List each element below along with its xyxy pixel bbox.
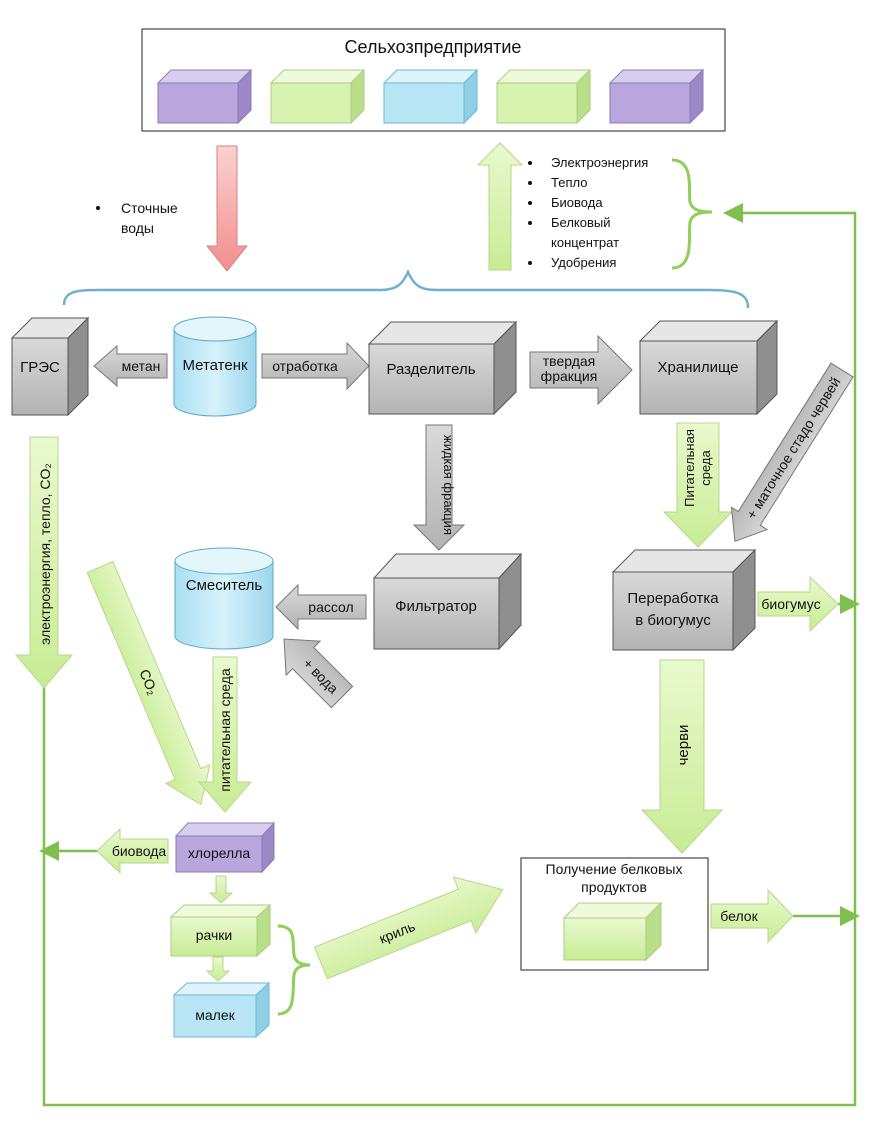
output-item: Белковый bbox=[551, 215, 611, 230]
liquid-fraction-label: жидкая фракция bbox=[441, 435, 456, 535]
nutrient-medium-arrow bbox=[197, 656, 253, 813]
mixer-node: Смеситель bbox=[174, 547, 274, 650]
protein-label: белок bbox=[720, 908, 758, 924]
wastewater-arrow bbox=[205, 145, 249, 272]
enterprise-unit-1 bbox=[156, 68, 253, 125]
spent-arrow bbox=[261, 341, 370, 391]
filter-label: Фильтратор bbox=[395, 598, 477, 615]
aquaculture-brace bbox=[277, 924, 311, 1016]
biohumus-arrow bbox=[757, 575, 839, 633]
brine-label: рассол bbox=[308, 599, 353, 615]
filter-node: Фильтратор bbox=[372, 552, 523, 651]
solid-fraction-arrow bbox=[529, 334, 633, 406]
shrimp-node: рачки bbox=[169, 903, 272, 958]
biowater-arrow bbox=[96, 827, 169, 875]
worms-label: черви bbox=[675, 725, 692, 766]
shrimp-to-fry-arrow bbox=[205, 956, 231, 982]
spent-label: отработка bbox=[272, 358, 338, 374]
output-bullet bbox=[528, 201, 532, 205]
gres-label: ГРЭС bbox=[20, 359, 60, 376]
enterprise-title: Сельхозпредприятие bbox=[345, 37, 522, 57]
separator-node: Разделитель bbox=[367, 320, 518, 416]
water-arrow: + вода bbox=[283, 638, 354, 709]
brine-arrow bbox=[275, 583, 367, 631]
shrimp-label: рачки bbox=[196, 927, 233, 943]
biohumus-label: биогумус bbox=[761, 596, 820, 612]
output-bullet bbox=[528, 161, 532, 165]
output-bullet bbox=[528, 181, 532, 185]
chlorella-node: хлорелла bbox=[174, 821, 276, 874]
protein-products-unit bbox=[562, 901, 663, 962]
outputs-brace bbox=[671, 158, 713, 270]
liquid-fraction-arrow bbox=[412, 424, 466, 551]
output-bullet bbox=[528, 221, 532, 225]
worms-arrow bbox=[640, 659, 724, 854]
enterprise-unit-3 bbox=[382, 68, 479, 125]
biowater-label: биовода bbox=[112, 843, 167, 859]
enterprise-unit-4 bbox=[495, 68, 592, 125]
metatank-node: Метатенк bbox=[173, 316, 257, 417]
chlorella-to-shrimp-arrow bbox=[208, 875, 234, 904]
nutrient-medium-label: питательная среда bbox=[217, 668, 233, 792]
output-item: Электроэнергия bbox=[551, 155, 648, 170]
return-up-arrow bbox=[476, 142, 524, 271]
enterprise-units bbox=[156, 68, 705, 125]
gres-node: ГРЭС bbox=[10, 316, 90, 417]
feedback-loop-line bbox=[42, 203, 857, 1107]
output-bullet bbox=[528, 261, 532, 265]
nutrient-cap-arrow bbox=[662, 422, 734, 548]
wastewater-bullet bbox=[96, 206, 100, 210]
separator-label: Разделитель bbox=[386, 361, 475, 378]
co2-arrow: CO₂ bbox=[86, 560, 211, 806]
protein-arrow bbox=[710, 888, 794, 944]
nutrient-cap-label: Питательнаясреда bbox=[682, 429, 713, 507]
process-brace bbox=[62, 268, 750, 309]
chlorella-label: хлорелла bbox=[188, 845, 251, 861]
methane-arrow bbox=[93, 344, 168, 388]
enterprise-unit-2 bbox=[269, 68, 366, 125]
fry-label: малек bbox=[195, 1007, 235, 1023]
output-item: Удобрения bbox=[551, 255, 616, 270]
methane-label: метан bbox=[122, 358, 161, 374]
enterprise-unit-5 bbox=[608, 68, 705, 125]
metatank-label: Метатенк bbox=[182, 357, 248, 374]
energy-arrow bbox=[14, 436, 74, 689]
storage-node: Хранилище bbox=[638, 319, 779, 416]
mixer-label: Смеситель bbox=[186, 577, 263, 594]
krill-arrow: криль bbox=[313, 876, 504, 980]
output-item: Биовода bbox=[551, 195, 603, 210]
fry-node: малек bbox=[172, 981, 271, 1039]
energy-label: электроэнергия, тепло, CO₂ bbox=[37, 463, 53, 645]
output-item: концентрат bbox=[551, 235, 619, 250]
output-item: Тепло bbox=[551, 175, 587, 190]
storage-label: Хранилище bbox=[658, 359, 739, 376]
